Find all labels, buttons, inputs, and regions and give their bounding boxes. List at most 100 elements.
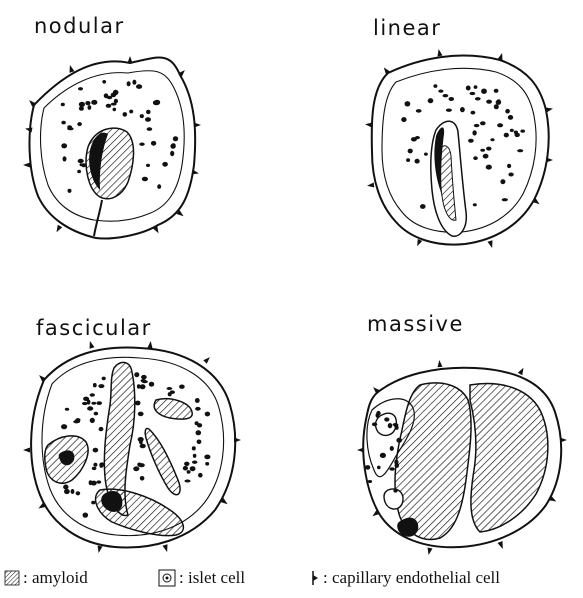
islet-cell-nucleus <box>98 384 104 388</box>
capillary-endothelial-cell <box>148 341 153 348</box>
islet-cell-nucleus <box>77 122 82 126</box>
islet-cell-nucleus <box>390 446 394 451</box>
islet-cell-nucleus <box>149 382 154 387</box>
islet-cell-nucleus <box>102 377 106 381</box>
islet-cell-nucleus <box>466 86 471 91</box>
islet-cell-nucleus <box>415 136 420 139</box>
islet-cell-nucleus <box>183 466 188 471</box>
legend-amyloid-label: : amyloid <box>23 568 88 588</box>
islet-cell-nucleus <box>384 417 389 421</box>
islet-cell-nucleus <box>78 87 83 90</box>
islet-cell-nucleus <box>368 480 372 483</box>
amyloid-fascicle <box>145 428 180 494</box>
islet-cell-nucleus <box>93 383 97 387</box>
islet-cell-nucleus <box>377 466 381 470</box>
islet-cell-nucleus <box>395 463 400 468</box>
capillary-endothelial-cell <box>128 56 133 63</box>
islet-cell-nucleus <box>65 408 69 411</box>
islet-cell-nucleus <box>168 392 172 396</box>
islet-cell-nucleus <box>146 164 150 167</box>
islet-cell-nucleus <box>480 149 485 152</box>
islet-cell-nucleus <box>468 139 474 143</box>
capillary-endothelial-cell <box>438 360 443 367</box>
islet-drawings <box>0 0 583 565</box>
islet-cell-nucleus <box>486 100 492 104</box>
islet-cell-nucleus <box>137 463 141 467</box>
islet-cell-nucleus <box>179 385 185 389</box>
islet-cell-nucleus <box>83 513 89 518</box>
islet-cell-nucleus <box>113 108 117 112</box>
islet-cell-nucleus <box>99 463 103 468</box>
legend-islet-cell-label: : islet cell <box>179 568 245 588</box>
islet-cell-nucleus <box>494 89 499 93</box>
islet-cell-nucleus <box>153 100 159 105</box>
islet-cell-nucleus <box>91 501 95 505</box>
islet-cell-nucleus <box>170 144 175 149</box>
islet-cell-nucleus <box>77 170 81 174</box>
legend-islet-cell: : islet cell <box>158 568 245 588</box>
islet-cell-nucleus <box>490 138 494 141</box>
islet-cell-nucleus <box>139 143 144 146</box>
islet-cell-nucleus <box>474 124 480 127</box>
islet-cell-nucleus <box>61 143 67 148</box>
islet-cell-nucleus <box>90 418 95 423</box>
islet-cell-nucleus <box>508 115 513 120</box>
islet-cell-nucleus <box>106 104 112 108</box>
islet-cell-nucleus <box>389 467 394 471</box>
islet-cell-nucleus <box>415 159 420 164</box>
islet-cell-nucleus <box>102 80 106 84</box>
islet-cell-nucleus <box>73 420 79 423</box>
islet-cell-nucleus <box>162 162 168 167</box>
capillary-endothelial-cell <box>163 544 168 552</box>
amyloid-fascicle <box>154 399 192 419</box>
islet-cell-nucleus <box>90 393 95 396</box>
amyloid-mass <box>470 384 548 532</box>
islet-cell-nucleus <box>123 112 128 117</box>
capillary-endothelial-cell <box>194 123 201 128</box>
islet-cell-nucleus <box>388 423 393 428</box>
capillary-endothelial-cell <box>234 438 241 443</box>
islet-cell-nucleus <box>184 480 190 483</box>
islet-cell-nucleus <box>139 440 143 445</box>
islet-cell-nucleus <box>475 97 481 100</box>
islet-cell-nucleus <box>63 156 67 161</box>
islet-cell-nucleus <box>205 462 209 466</box>
islet-cell-nucleus <box>517 149 523 152</box>
islet-cell-nucleus <box>64 489 70 494</box>
islet-cell-nucleus <box>192 446 196 450</box>
islet-cell-nucleus <box>502 198 508 201</box>
capillary-endothelial-icon <box>308 569 320 587</box>
capillary-lumen <box>94 200 102 236</box>
islet-cell-nucleus <box>173 136 178 141</box>
legend: : amyloid : islet cell : capillary endot… <box>0 568 583 594</box>
islet-cell-nucleus <box>481 89 487 94</box>
islet-cell-nucleus <box>88 105 92 110</box>
islet-cell-nucleus <box>486 165 492 170</box>
islet-cell-nucleus <box>494 104 499 109</box>
capillary-endothelial-cell <box>546 158 553 163</box>
islet-cell-nucleus <box>127 81 131 86</box>
islet-cell-nucleus <box>401 117 406 122</box>
islet-cell-nucleus <box>145 117 151 122</box>
capillary-endothelial-cell <box>25 128 33 133</box>
islet-cell-nucleus <box>135 401 140 406</box>
capillary-endothelial-cell <box>373 387 380 394</box>
legend-capillary: : capillary endothelial cell <box>308 568 500 588</box>
islet-cell-nucleus <box>184 462 189 466</box>
legend-amyloid: : amyloid <box>4 568 88 588</box>
islet-cell-nucleus <box>376 411 380 416</box>
islet-cell-nucleus <box>473 203 477 206</box>
legend-capillary-label: : capillary endothelial cell <box>323 568 500 588</box>
islet-cell-nucleus <box>193 454 197 458</box>
islet-cell-nucleus <box>140 444 146 449</box>
islet-cell-nucleus <box>205 412 210 417</box>
islet-cell-nucleus <box>142 177 148 182</box>
islet-cell-nucleus <box>486 147 491 151</box>
amyloid-hatch-icon <box>4 570 20 586</box>
islet-cell-nucleus <box>170 151 174 156</box>
islet-cell-nucleus <box>61 121 65 125</box>
islet-cell-nucleus <box>483 154 489 159</box>
islet-cell-nucleus <box>78 159 84 163</box>
islet-cell-nucleus <box>190 466 196 471</box>
islet-cell-nucleus <box>433 84 437 88</box>
